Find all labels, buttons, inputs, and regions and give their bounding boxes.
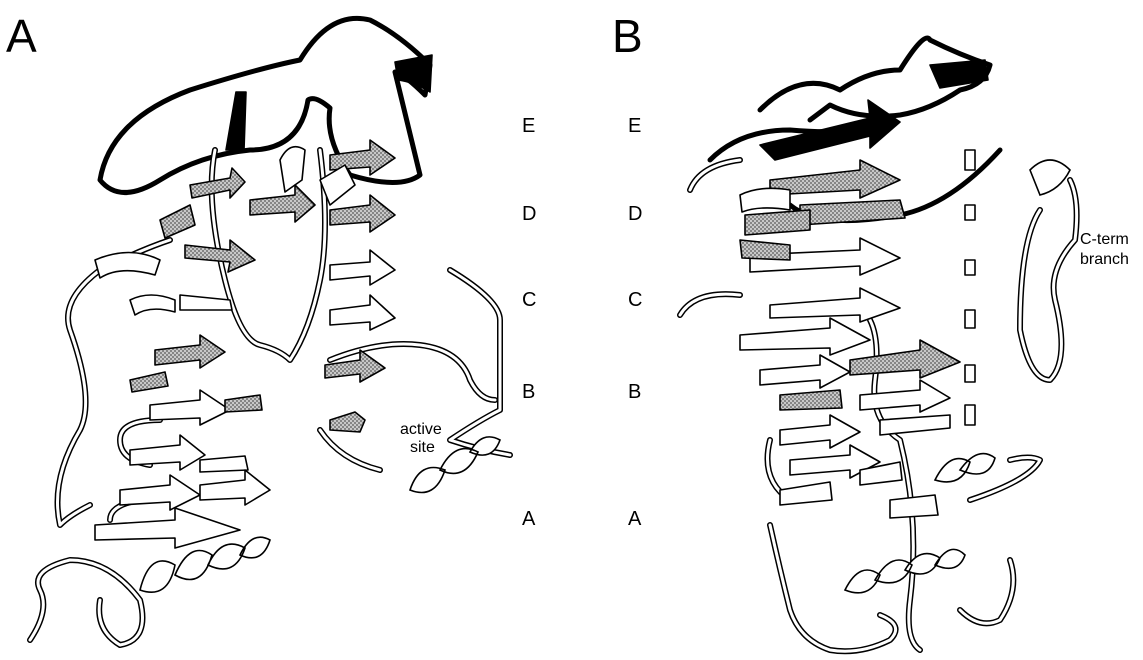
panel-a-label-d: D (522, 203, 536, 225)
panel-b-layer-labels: E D C B A (628, 115, 642, 530)
panel-a: A (6, 10, 536, 645)
panel-b-label-c: C (628, 289, 642, 311)
panel-a-label-a: A (522, 508, 536, 530)
panel-b-label-d: D (628, 203, 642, 225)
panel-b: B (612, 10, 1129, 651)
panel-b-strand-ends (965, 150, 975, 425)
panel-b-label-a: A (628, 508, 642, 530)
panel-a-layer-labels: E D C B A (522, 115, 536, 530)
panel-b-letter: B (612, 10, 643, 62)
panel-b-annotation-line2: branch (1080, 251, 1129, 268)
panel-b-annotation-line1: C-term (1080, 231, 1129, 248)
panel-a-strands (95, 140, 395, 548)
panel-a-letter: A (6, 10, 37, 62)
panel-b-label-b: B (628, 381, 641, 403)
panel-a-label-b: B (522, 381, 535, 403)
panel-b-label-e: E (628, 115, 641, 137)
panel-a-label-e: E (522, 115, 535, 137)
panel-b-strands (740, 160, 960, 518)
panel-a-label-c: C (522, 289, 536, 311)
panel-a-coil (30, 150, 510, 645)
panel-a-annotation-line2: site (410, 439, 435, 456)
panel-a-annotation-line1: active (400, 421, 442, 438)
